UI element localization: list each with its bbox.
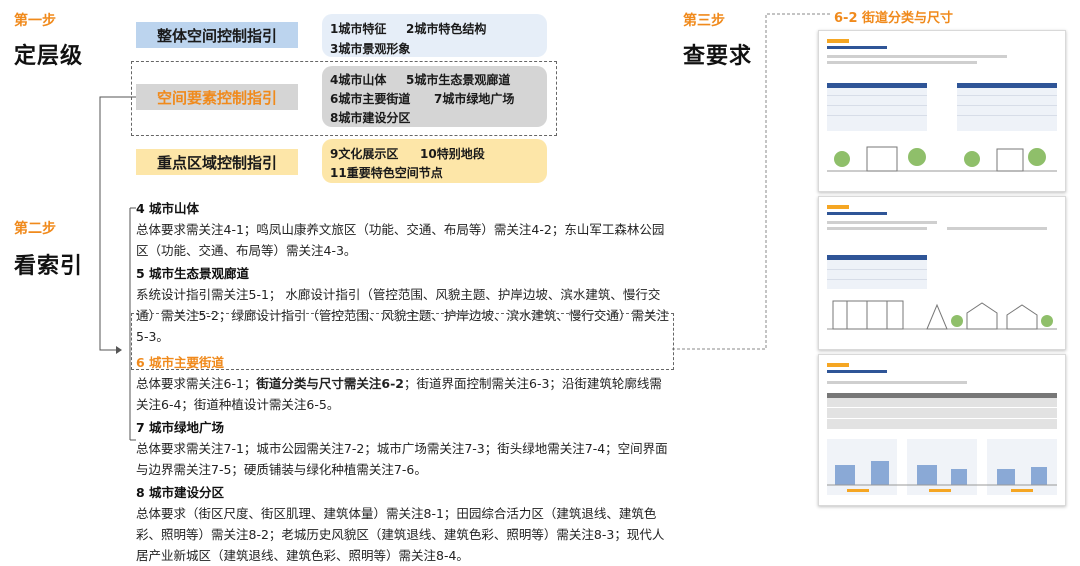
- index-text-6-highlight: 街道分类与尺寸需关注6-2: [256, 376, 405, 391]
- level1-box: 整体空间控制指引: [136, 22, 298, 48]
- level3-items-panel: 9文化展示区 10特别地段 11重要特色空间节点: [322, 139, 547, 183]
- item-main-street: 6城市主要街道: [330, 92, 411, 106]
- level2-dashed-frame: [131, 61, 557, 136]
- index-heading-7: 7 城市绿地广场: [136, 420, 225, 435]
- index-heading-6: 6 城市主要街道: [136, 355, 225, 370]
- step3-title: 查要求: [683, 44, 753, 69]
- item-city-mountain: 4城市山体: [330, 73, 387, 87]
- item-city-landscape: 3城市景观形象: [330, 42, 411, 56]
- step1-label: 第一步: [14, 13, 56, 29]
- item-culture-zone: 9文化展示区: [330, 147, 399, 161]
- level2-items-panel: 4城市山体 5城市生态景观廊道 6城市主要街道 7城市绿地广场 8城市建设分区: [322, 66, 547, 127]
- index-list: 4 城市山体 总体要求需关注4-1；鸣凤山康养文旅区（功能、交通、布局等）需关注…: [136, 198, 670, 566]
- item-space-node: 11重要特色空间节点: [330, 166, 443, 180]
- index-heading-4: 4 城市山体: [136, 201, 200, 216]
- item-green-plaza: 7城市绿地广场: [434, 92, 515, 106]
- level2-box: 空间要素控制指引: [136, 84, 298, 110]
- index-6-dashed-frame: [131, 313, 674, 370]
- step2-label: 第二步: [14, 221, 56, 237]
- step1-title: 定层级: [14, 44, 84, 69]
- index-text-6a: 总体要求需关注6-1；: [136, 376, 257, 391]
- connector-lines: [99, 13, 830, 441]
- item-eco-corridor: 5城市生态景观廊道: [406, 73, 511, 87]
- index-text-5: 系统设计指引需关注5-1； 水廊设计指引（管控范围、风貌主题、护岸边坡、滨水建筑…: [136, 287, 669, 344]
- item-city-feature: 1城市特征: [330, 22, 387, 36]
- index-heading-8: 8 城市建设分区: [136, 485, 225, 500]
- result-thumbnail-1: [818, 30, 1066, 192]
- item-build-zone: 8城市建设分区: [330, 111, 411, 125]
- level3-box: 重点区域控制指引: [136, 149, 298, 175]
- result-thumbnail-2: [818, 196, 1066, 350]
- index-text-6c: ；街道界面控制需关注6-3；沿街建筑轮廓线需关注6-4；街道种植设计需关注6-5…: [136, 376, 662, 412]
- result-thumbnail-3: [818, 354, 1066, 506]
- index-text-8: 总体要求（街区尺度、街区肌理、建筑体量）需关注8-1；田园综合活力区（建筑退线、…: [136, 506, 665, 563]
- item-special-area: 10特别地段: [420, 147, 485, 161]
- item-city-structure: 2城市特色结构: [406, 22, 487, 36]
- index-text-6: 总体要求需关注6-1；街道分类与尺寸需关注6-2；街道界面控制需关注6-3；沿街…: [136, 373, 670, 415]
- step2-title: 看索引: [14, 254, 84, 279]
- level1-items-panel: 1城市特征 2城市特色结构 3城市景观形象: [322, 14, 547, 57]
- result-title: 6-2 街道分类与尺寸: [834, 11, 954, 26]
- index-text-7: 总体要求需关注7-1；城市公园需关注7-2；城市广场需关注7-3；街头绿地需关注…: [136, 441, 668, 477]
- step3-label: 第三步: [683, 13, 725, 29]
- index-heading-5: 5 城市生态景观廊道: [136, 266, 250, 281]
- index-text-4: 总体要求需关注4-1；鸣凤山康养文旅区（功能、交通、布局等）需关注4-2；东山军…: [136, 222, 665, 258]
